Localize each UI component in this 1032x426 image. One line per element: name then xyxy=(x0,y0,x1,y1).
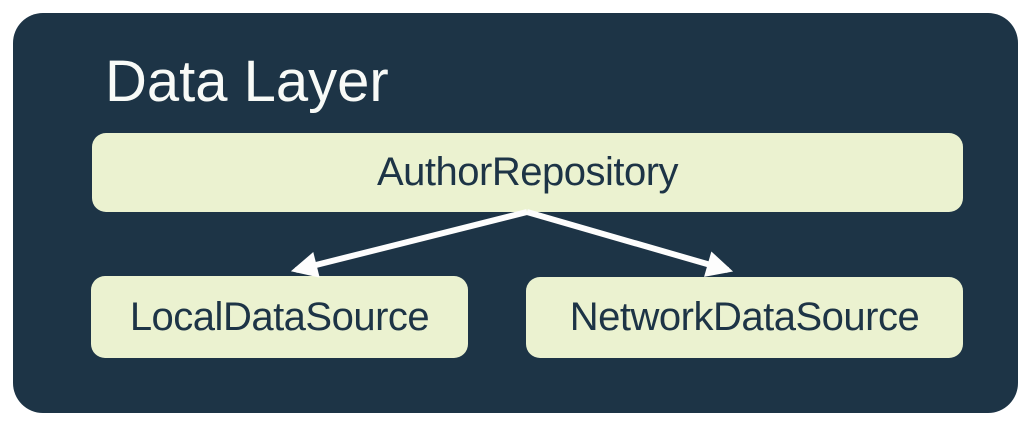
node-network-data-source-label: NetworkDataSource xyxy=(569,295,920,339)
node-author-repository-label: AuthorRepository xyxy=(376,150,679,194)
node-local-data-source: LocalDataSource xyxy=(91,276,468,358)
node-author-repository: AuthorRepository xyxy=(92,133,963,212)
node-network-data-source: NetworkDataSource xyxy=(526,277,963,358)
node-local-data-source-label: LocalDataSource xyxy=(129,294,430,339)
diagram-title: Data Layer xyxy=(105,49,389,114)
